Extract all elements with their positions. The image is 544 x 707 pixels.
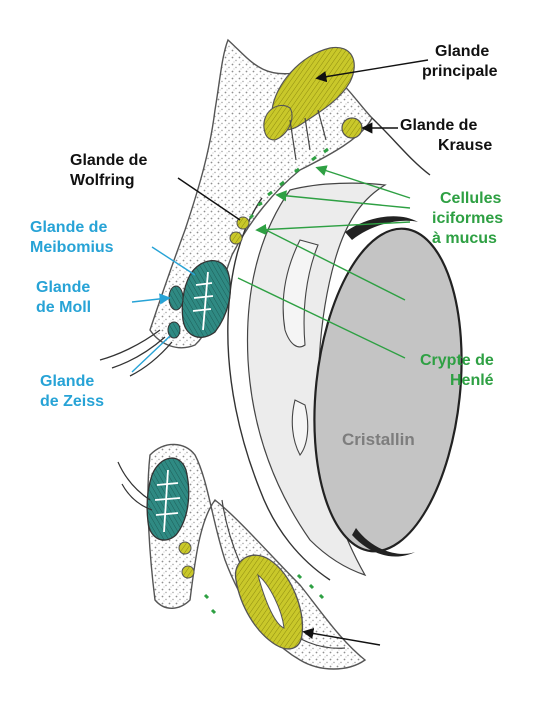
lower-small-gland-1 xyxy=(179,542,191,554)
glande-zeiss-shape xyxy=(168,322,180,338)
leader-zeiss xyxy=(132,336,170,372)
lower-small-gland-2 xyxy=(182,566,194,578)
label-glande-wolfring: Glande de Wolfring xyxy=(70,152,152,189)
label-cellules-mucus: Cellules iciformes à mucus xyxy=(432,190,508,247)
glande-moll-shape xyxy=(169,286,183,310)
label-glande-moll: Glande de Moll xyxy=(36,279,95,316)
label-cristallin: Cristallin xyxy=(342,430,415,449)
glande-wolfring-shape-2 xyxy=(230,232,242,244)
label-glande-meibomius: Glande de Meibomius xyxy=(30,219,114,256)
label-glande-zeiss: Glande de Zeiss xyxy=(40,373,104,410)
label-glande-krause: Glande de Krause xyxy=(400,117,492,154)
glande-krause-shape xyxy=(342,118,362,138)
label-glande-principale: Glande principale xyxy=(422,43,498,80)
